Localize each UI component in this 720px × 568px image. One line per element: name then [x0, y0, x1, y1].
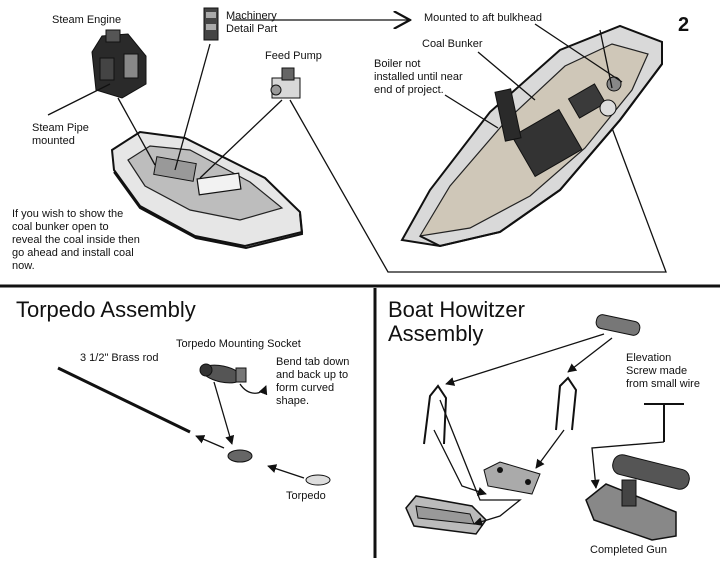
feed-pump-label: Feed Pump: [265, 50, 322, 62]
machinery-detail-label: Machinery Detail Part: [226, 10, 278, 35]
brass-rod: [57, 366, 191, 434]
torpedo-part: [305, 474, 331, 486]
steam-pipe-label: Steam Pipe mounted: [32, 122, 89, 147]
assembled-boat-hull: [400, 24, 663, 248]
torpedo-mounting-socket-part: [199, 363, 268, 396]
top-leader-lines: [47, 20, 667, 273]
howitzer-bracket-right: [555, 376, 578, 431]
elevation-screw: [644, 403, 684, 442]
open-boat-hull: [110, 130, 304, 250]
completed-gun-part: [585, 454, 690, 541]
torpedo-label: Torpedo: [286, 490, 326, 502]
coal-note-label: If you wish to show the coal bunker open…: [12, 208, 140, 272]
bend-tab-label: Bend tab down and back up to form curved…: [276, 356, 350, 407]
howitzer-assembly-title: Boat Howitzer Assembly: [388, 297, 525, 346]
feed-pump-part: [270, 67, 301, 99]
torpedo-assembly-title: Torpedo Assembly: [16, 297, 196, 322]
howitzer-carriage-part: [483, 461, 541, 495]
coal-bunker-label: Coal Bunker: [422, 38, 483, 50]
torpedo-socket-small: [227, 449, 253, 463]
completed-gun-label: Completed Gun: [590, 544, 668, 556]
howitzer-arrows: [433, 333, 665, 526]
torpedo-arrows: [195, 381, 305, 479]
mounting-socket-label: Torpedo Mounting Socket: [176, 338, 301, 350]
howitzer-barrel-part: [595, 314, 641, 336]
page-number: 2: [678, 14, 690, 36]
section-dividers: [0, 284, 720, 558]
steam-engine-label: Steam Engine: [52, 14, 122, 26]
elevation-screw-label: Elevation Screw made from small wire: [626, 352, 700, 390]
howitzer-bracket-left: [423, 384, 448, 445]
howitzer-base-plate: [405, 495, 487, 535]
mounted-aft-label: Mounted to aft bulkhead: [424, 12, 543, 24]
brass-rod-label: 3 1/2" Brass rod: [80, 352, 159, 364]
boiler-note-label: Boiler not installed until near end of p…: [374, 58, 463, 96]
steam-engine-part: [91, 29, 147, 99]
machinery-detail-part: [203, 7, 219, 41]
